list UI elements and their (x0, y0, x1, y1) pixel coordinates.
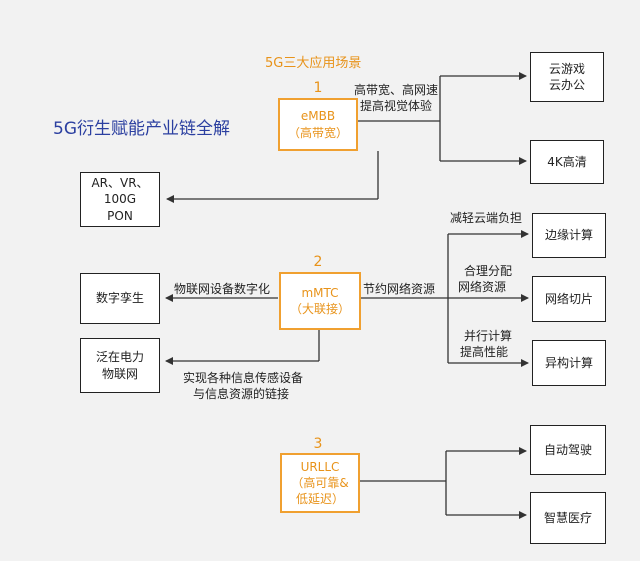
mmtc-branch-label-hetero-line1: 并行计算 (464, 329, 513, 343)
urllc-desc-line1: （高可靠& (291, 475, 349, 490)
target-smart-medical-label: 智慧医疗 (543, 510, 592, 525)
scenario-number-1: 1 (313, 80, 323, 96)
diagram-title: 5G衍生赋能产业链全解 (53, 119, 230, 139)
target-digital-twin-label: 数字孪生 (95, 291, 144, 306)
mmtc-node: mMTC （大联接） (279, 272, 361, 330)
mmtc-desc: （大联接） (289, 302, 350, 316)
target-network-slicing: 网络切片 (532, 276, 606, 322)
target-power-iot-line1: 泛在电力 (95, 350, 144, 365)
target-heterogeneous-computing-label: 异构计算 (544, 355, 593, 370)
mmtc-branch-label-edge: 减轻云端负担 (450, 211, 523, 225)
mmtc-branch-label-slice: 合理分配 网络资源 (458, 263, 512, 295)
mmtc-branch-label-slice-line2: 网络资源 (458, 280, 507, 295)
target-heterogeneous-computing: 异构计算 (532, 340, 606, 386)
embb-edge-label-line1: 高带宽、高网速 (354, 83, 439, 97)
mmtc-edge-label-right: 节约网络资源 (363, 282, 436, 296)
mmtc-branch-label-hetero: 并行计算 提高性能 (460, 328, 512, 360)
target-4k-label: 4K高清 (547, 154, 587, 169)
mmtc-branch-label-hetero-line2: 提高性能 (460, 345, 509, 360)
mmtc-name: mMTC (301, 285, 339, 300)
target-cloud-gaming-line1: 云游戏 (548, 61, 585, 76)
mmtc-edge-label-twin: 物联网设备数字化 (174, 282, 271, 296)
mmtc-edge-label-power-line2: 与信息资源的链接 (193, 387, 290, 402)
target-power-iot: 泛在电力 物联网 (80, 338, 160, 393)
target-autonomous-driving-label: 自动驾驶 (543, 442, 592, 457)
embb-desc: （高带宽） (287, 125, 348, 140)
target-ar-vr-line3: PON (107, 208, 133, 223)
mmtc-branch-label-slice-line1: 合理分配 (464, 264, 513, 278)
urllc-node: URLLC （高可靠& 低延迟） (280, 453, 360, 513)
embb-name: eMBB (300, 109, 336, 124)
target-cloud-gaming-line2: 云办公 (548, 78, 585, 92)
target-digital-twin: 数字孪生 (80, 273, 160, 324)
target-ar-vr: AR、VR、 100G PON (80, 172, 160, 227)
urllc-name: URLLC (300, 459, 340, 474)
target-smart-medical: 智慧医疗 (530, 492, 606, 544)
target-network-slicing-label: 网络切片 (544, 291, 593, 306)
embb-edge-label-line2: 提高视觉体验 (360, 99, 433, 114)
mmtc-edge-label-power: 实现各种信息传感设备 与信息资源的链接 (183, 370, 303, 402)
target-edge-computing-label: 边缘计算 (544, 228, 593, 243)
urllc-desc-line2: 低延迟） (295, 492, 344, 507)
target-cloud-gaming: 云游戏 云办公 (530, 52, 604, 102)
embb-edge-label: 高带宽、高网速 提高视觉体验 (354, 82, 438, 114)
scenario-number-3: 3 (313, 436, 323, 452)
scenario-number-2: 2 (313, 254, 323, 270)
target-4k: 4K高清 (530, 140, 604, 184)
embb-node: eMBB （高带宽） (278, 98, 358, 151)
target-autonomous-driving: 自动驾驶 (530, 425, 606, 475)
target-power-iot-line2: 物联网 (101, 366, 138, 381)
target-edge-computing: 边缘计算 (532, 213, 606, 258)
diagram-subtitle: 5G三大应用场景 (265, 56, 362, 71)
target-ar-vr-line1: AR、VR、 (91, 176, 149, 191)
mmtc-edge-label-power-line1: 实现各种信息传感设备 (183, 371, 304, 385)
target-ar-vr-line2: 100G (103, 192, 137, 207)
